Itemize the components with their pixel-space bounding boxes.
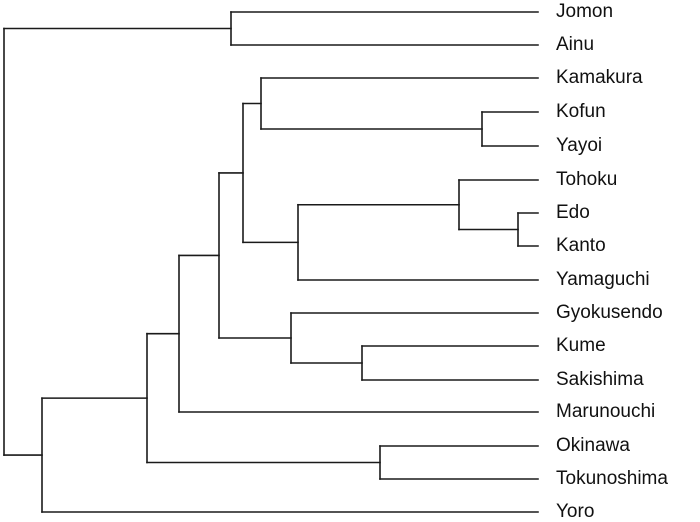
leaf-label-tohoku: Tohoku <box>556 169 617 190</box>
dendrogram-branches <box>3 11 539 513</box>
leaf-label-marunouchi: Marunouchi <box>556 401 655 422</box>
leaf-label-kanto: Kanto <box>556 235 606 256</box>
leaf-label-yamaguchi: Yamaguchi <box>556 269 650 290</box>
leaf-label-kofun: Kofun <box>556 101 606 122</box>
leaf-label-tokunoshima: Tokunoshima <box>556 468 668 489</box>
leaf-label-yayoi: Yayoi <box>556 135 602 156</box>
leaf-label-edo: Edo <box>556 202 590 223</box>
leaf-label-okinawa: Okinawa <box>556 435 630 456</box>
leaf-label-sakishima: Sakishima <box>556 369 644 390</box>
leaf-label-kamakura: Kamakura <box>556 67 643 88</box>
leaf-label-kume: Kume <box>556 335 606 356</box>
leaf-label-jomon: Jomon <box>556 1 613 22</box>
dendrogram-leaf-labels: Jomon Ainu Kamakura Kofun Yayoi Tohoku E… <box>556 1 668 522</box>
leaf-label-ainu: Ainu <box>556 34 594 55</box>
leaf-label-gyokusendo: Gyokusendo <box>556 302 663 323</box>
leaf-label-yoro: Yoro <box>556 501 594 522</box>
